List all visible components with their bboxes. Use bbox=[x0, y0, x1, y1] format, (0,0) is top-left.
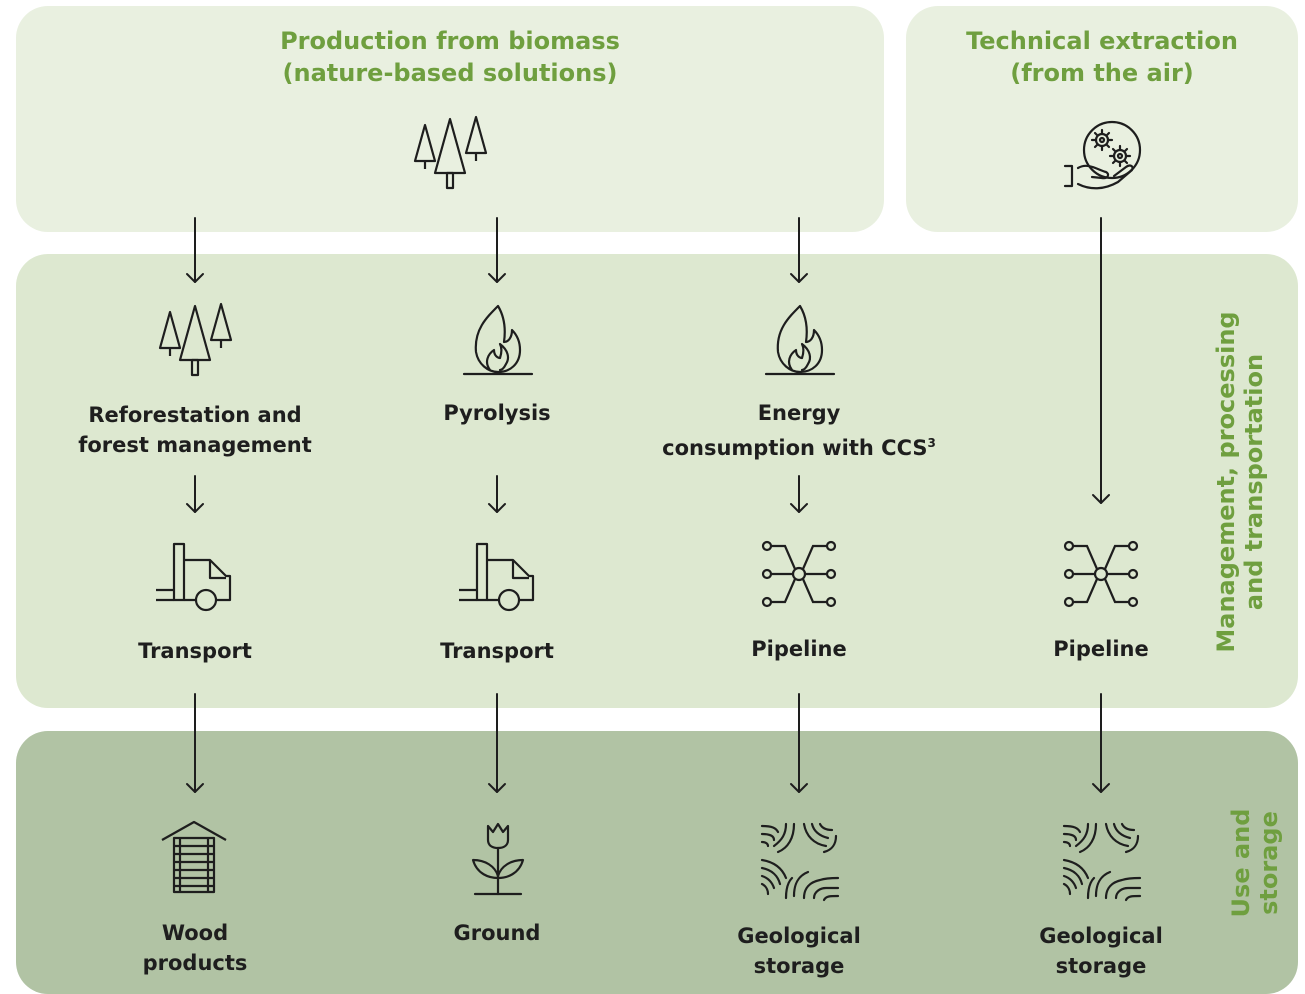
management-panel bbox=[16, 254, 1298, 708]
forest-icon bbox=[155, 300, 235, 380]
plant-icon bbox=[463, 820, 533, 898]
forest-icon bbox=[410, 113, 490, 193]
pipeline-label: Pipeline bbox=[751, 637, 847, 661]
storage-label-geological: Geological storage bbox=[737, 924, 861, 978]
biomass-heading: Production from biomass (nature-based so… bbox=[280, 27, 620, 87]
process-label-energy-ccs-text: Energy consumption with CCS bbox=[662, 401, 928, 460]
geological-storage-icon bbox=[760, 822, 840, 902]
process-label-energy-ccs: Energy consumption with CCS3 bbox=[659, 398, 939, 463]
technical-heading: Technical extraction (from the air) bbox=[966, 27, 1238, 87]
storage-label-ground: Ground bbox=[453, 921, 541, 945]
pipeline-label: Pipeline bbox=[1053, 637, 1149, 661]
transport-label: Transport bbox=[138, 639, 252, 663]
hand-gears-icon bbox=[1060, 116, 1150, 196]
technical-extraction-panel bbox=[906, 6, 1298, 232]
wood-products-icon bbox=[158, 820, 230, 896]
storage-panel bbox=[16, 731, 1298, 994]
process-label-pyrolysis: Pyrolysis bbox=[443, 401, 551, 425]
transport-label: Transport bbox=[440, 639, 554, 663]
pipeline-icon bbox=[1061, 536, 1141, 612]
storage-label-geological: Geological storage bbox=[1039, 924, 1163, 978]
fire-icon bbox=[764, 300, 836, 378]
footnote-marker: 3 bbox=[927, 436, 936, 450]
pipeline-icon bbox=[759, 536, 839, 612]
storage-label-wood-products: Wood products bbox=[142, 921, 248, 975]
geological-storage-icon bbox=[1062, 822, 1142, 902]
truck-icon bbox=[457, 540, 537, 612]
process-label-reforestation: Reforestation and forest management bbox=[78, 403, 312, 457]
fire-icon bbox=[462, 300, 534, 378]
truck-icon bbox=[154, 540, 234, 612]
